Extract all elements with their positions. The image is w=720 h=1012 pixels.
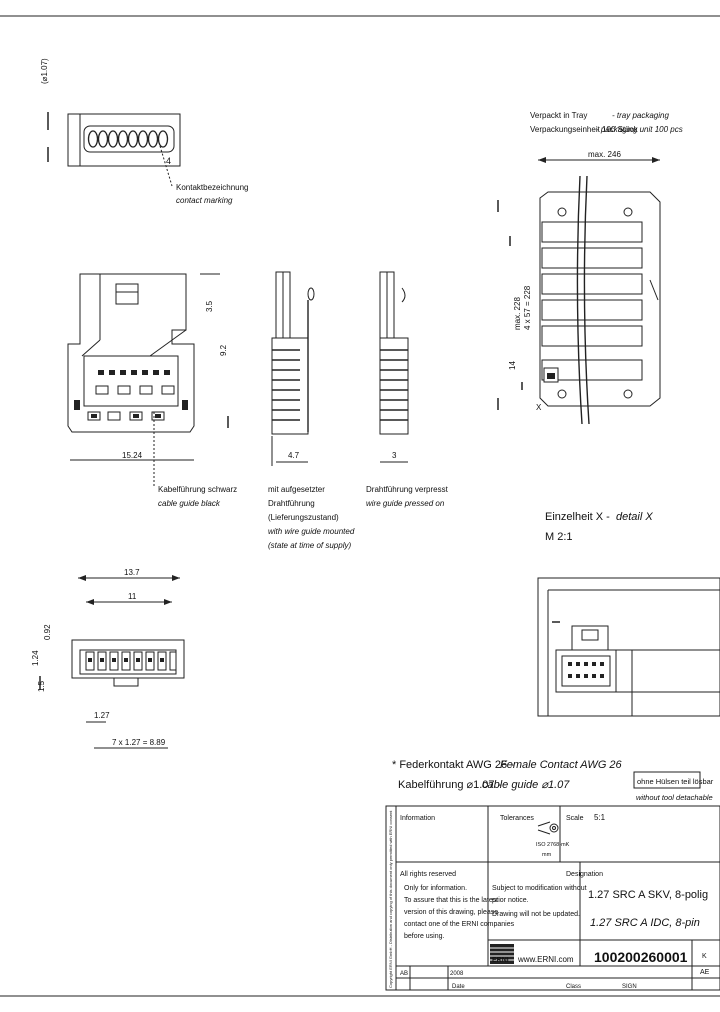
dim-35-label: 3.5 <box>205 300 214 312</box>
header-de: * Federkontakt AWG 26 - <box>392 759 514 771</box>
tb-designation-de: 1.27 SRC A SKV, 8-polig <box>588 889 708 901</box>
tb-subject1: Subject to modification without <box>492 885 587 892</box>
tray-x-mark: X <box>536 403 542 412</box>
packaging-line1-en: - tray packaging <box>612 111 669 120</box>
side-ribs-pressed <box>380 349 408 421</box>
detail-x-de: Einzelheit X - <box>545 511 610 523</box>
tb-row-date: Date <box>452 984 465 990</box>
tb-designation-en: 1.27 SRC A IDC, 8-pin <box>590 917 700 929</box>
mounted-line2: Drahtführung <box>268 499 315 508</box>
tb-sheet-k: K <box>702 953 707 960</box>
side-view-mounted: 4.7 mit aufgesetzter Drahtführung (Liefe… <box>268 271 355 550</box>
tb-sheet-ae: AE <box>700 969 710 976</box>
tb-row-class: Class <box>566 984 581 990</box>
tb-info2: To assure that this is the latest <box>404 897 498 904</box>
sub-de: Kabelführung ⌀1.07 - <box>398 779 502 791</box>
mounted-line5: (state at time of supply) <box>268 541 351 550</box>
dim-11-label: 11 <box>128 592 137 601</box>
cable-guide-top-view: (⌀1.07) 4 Kontaktbezeichnung contact mar… <box>40 58 249 205</box>
dim-092-label: 0.92 <box>43 624 52 640</box>
dim-4-label: 4 <box>166 156 171 166</box>
dim-127-label: 1.27 <box>94 711 110 720</box>
dim-3-label: 3 <box>392 451 397 460</box>
tray-14-label: 14 <box>508 361 517 370</box>
tb-row-ab: AB <box>400 971 408 977</box>
dim-137-label: 13.7 <box>124 568 140 577</box>
tb-rights: All rights reserved <box>400 871 456 878</box>
tb-info4: contact one of the ERNI companies <box>404 921 515 928</box>
dim-124-label: 1.24 <box>31 650 40 666</box>
tb-tol-note2: mm <box>542 852 552 858</box>
pressed-de: Drahtführung verpresst <box>366 485 449 494</box>
detail-x-scale: M 2:1 <box>545 531 573 543</box>
side-view-pressed: 3 Drahtführung verpresst wire guide pres… <box>366 271 449 508</box>
mounted-line4: with wire guide mounted <box>268 527 355 536</box>
connector-front-view: 15.24 3.5 9.2 Kabelführung schwarz cable… <box>67 273 237 508</box>
connector-top-view: 13.7 11 0.92 1.24 1.5 <box>31 568 185 749</box>
tb-scale-label: Scale <box>566 815 584 822</box>
side-ribs-mounted <box>272 349 300 421</box>
note-de: ohne Hülsen teil lösbar <box>637 777 714 786</box>
packaging-line2-en: - packaging unit 100 pcs <box>596 125 683 134</box>
erni-logo: ERNI <box>490 944 514 964</box>
contact-marking-en: contact marking <box>176 196 233 205</box>
tray-view: max. 246 max. 228 4 x 57 = 228 14 X <box>497 150 661 425</box>
packaging-line2: Verpackungseinheit 100 Stück <box>530 125 639 134</box>
tb-info5: before using. <box>404 933 445 940</box>
tray-pockets <box>541 221 643 381</box>
mounted-line1: mit aufgesetzter <box>268 485 325 494</box>
guide-black-en: cable guide black <box>158 499 221 508</box>
tray-max-dim: max. 246 <box>588 150 621 159</box>
tb-subject2: prior notice. <box>492 897 529 904</box>
tb-information: Information <box>400 815 435 822</box>
title-block: * Federkontakt AWG 26 - Female Contact A… <box>385 759 720 991</box>
dim-15-label: 1.5 <box>37 680 46 692</box>
note-en: without tool detachable <box>636 793 713 802</box>
detail-x: Einzelheit X - detail X M 2:1 <box>537 511 720 717</box>
tb-row-date-val: 2008 <box>450 971 464 977</box>
dim-pitch-sum-label: 7 x 1.27 = 8.89 <box>112 738 166 747</box>
header-en: Female Contact AWG 26 <box>500 759 623 771</box>
tb-tolerances: Tolerances <box>500 815 534 822</box>
front-pin-row-top <box>95 370 175 395</box>
dim-1524-label: 15.24 <box>122 451 143 460</box>
dim-47-label: 4.7 <box>288 451 300 460</box>
guide-black-de: Kabelführung schwarz <box>158 485 237 494</box>
top-view-cells <box>85 651 177 671</box>
tb-info3: version of this drawing, please <box>404 909 498 916</box>
tb-part-number: 100200260001 <box>594 949 688 965</box>
top-view-dots <box>88 658 164 662</box>
packaging-note: Verpackt in Tray - tray packaging Verpac… <box>530 111 683 134</box>
tb-tol-note1: ISO 2768-mK <box>536 842 570 848</box>
contact-holes <box>87 130 169 148</box>
tb-scale-value: 5:1 <box>594 813 606 822</box>
tb-info1: Only for information. <box>404 885 467 892</box>
pressed-en: wire guide pressed on <box>366 499 445 508</box>
tb-subject3: Drawing will not be updated. <box>492 911 580 918</box>
packaging-line1: Verpackt in Tray <box>530 111 587 120</box>
contact-marking-de: Kontaktbezeichnung <box>176 183 249 192</box>
dim-92-label: 9.2 <box>219 344 228 356</box>
tb-designation-label: Designation <box>566 871 603 878</box>
tb-side-text: Copyright ERNI GmbH - Distribution and c… <box>388 810 393 988</box>
dim-107-label: (⌀1.07) <box>40 58 49 84</box>
tray-pitch-label: max. 228 <box>513 297 522 330</box>
projection-symbol-icon <box>537 821 559 835</box>
sub-en: cable guide ⌀1.07 <box>482 779 570 791</box>
tray-count-label: 4 x 57 = 228 <box>523 285 532 330</box>
detail-x-en: detail X <box>616 511 653 523</box>
mounted-line3: (Lieferungszustand) <box>268 513 339 522</box>
detail-pins <box>568 662 604 678</box>
front-pin-row-bottom <box>87 411 165 421</box>
erni-logo-text: ERNI <box>492 957 509 964</box>
tb-website: www.ERNI.com <box>517 955 574 964</box>
tb-row-sign: SIGN <box>622 984 637 990</box>
